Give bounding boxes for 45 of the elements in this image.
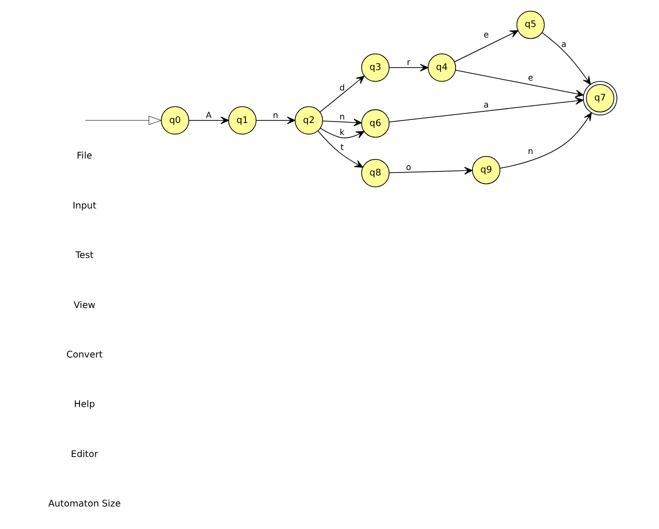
edge-label: t (340, 142, 344, 152)
edge-label: e (528, 72, 534, 82)
node-circle: q1 (228, 106, 256, 135)
arrow (500, 112, 592, 169)
label: Convert (66, 349, 103, 360)
arrow (85, 116, 162, 125)
arrow (320, 128, 364, 138)
arrow (455, 70, 584, 98)
label: Input (72, 200, 96, 212)
arrow (388, 97, 584, 122)
edge-label: a (484, 99, 489, 110)
label: View (74, 300, 96, 311)
arrow (256, 116, 296, 124)
arrow (322, 118, 362, 126)
label: Test (75, 250, 94, 262)
label: Help (74, 399, 95, 410)
node-circle: q4 (428, 54, 456, 82)
edge-label: k (340, 126, 345, 137)
arrow (318, 130, 364, 168)
edge-label: o (406, 162, 412, 172)
node-circle: q7 (582, 81, 618, 116)
edge-label: n (528, 146, 534, 156)
node-circle: q8 (361, 159, 390, 188)
edge-label: n (339, 111, 345, 122)
arrow (454, 30, 518, 62)
arrow (388, 64, 428, 72)
arrow (320, 76, 365, 112)
node-circle: q0 (160, 106, 190, 135)
label: Automaton Size (48, 498, 121, 510)
label: File (76, 150, 92, 162)
arrow (388, 166, 473, 174)
node-circle: q5 (516, 10, 545, 39)
edge-label: a (561, 38, 566, 49)
edge-label: d (339, 82, 345, 92)
edge-label: n (272, 110, 278, 120)
node-circle: q6 (361, 109, 390, 138)
arrow (542, 32, 591, 85)
edge-label: e (484, 30, 489, 40)
edge-label: r (406, 57, 410, 68)
arrow (188, 116, 229, 124)
node-circle: q2 (294, 106, 323, 135)
edge-label: A (206, 110, 212, 120)
node-circle: q3 (361, 54, 390, 82)
node-circle: q9 (472, 156, 500, 184)
label: Editor (70, 448, 98, 460)
